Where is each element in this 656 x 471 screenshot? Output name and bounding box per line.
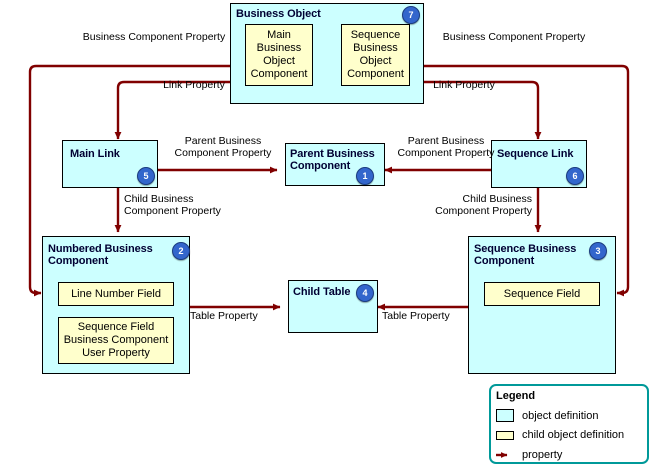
sequence-business-component-badge: 3 xyxy=(589,242,607,260)
business-object-title: Business Object xyxy=(236,8,321,20)
node-sequence-field-bc-user-property[interactable]: Sequence Field Business Component User P… xyxy=(58,317,174,364)
sequence-business-object-component-label: Sequence Business Object Component xyxy=(347,29,404,80)
edge-label-seqlink-to-parent: Parent Business Component Property xyxy=(397,135,495,159)
child-table-title: Child Table xyxy=(293,286,351,298)
node-line-number-field[interactable]: Line Number Field xyxy=(58,282,174,306)
parent-business-component-title: Parent Business Component xyxy=(290,148,375,172)
legend-item-object-definition-label: object definition xyxy=(522,409,599,422)
property-arrow-icon xyxy=(496,452,508,458)
node-sequence-field[interactable]: Sequence Field xyxy=(484,282,600,306)
edge-label-mainlink-to-parent: Parent Business Component Property xyxy=(174,135,272,159)
edge-label-seqlink-to-sequence: Child Business Component Property xyxy=(435,193,532,217)
edge-label-bo-to-seqlink-right: Link Property xyxy=(433,79,495,91)
sequence-link-badge: 6 xyxy=(566,167,584,185)
legend-item-property-label: property xyxy=(522,448,563,461)
business-object-badge: 7 xyxy=(402,6,420,24)
line-number-field-label: Line Number Field xyxy=(71,287,161,300)
numbered-business-component-title: Numbered Business Component xyxy=(48,243,153,267)
property-arrow-swatch xyxy=(496,448,514,461)
child-table-badge: 4 xyxy=(356,284,374,302)
legend-title: Legend xyxy=(496,390,536,402)
legend-item-object-definition: object definition xyxy=(496,409,598,422)
edge-label-bo-to-sequence-right: Business Component Property xyxy=(442,31,586,43)
sequence-field-label: Sequence Field xyxy=(503,287,581,300)
edge-label-numbered-to-childtable: Table Property xyxy=(190,310,258,322)
parent-business-component-badge: 1 xyxy=(356,167,374,185)
node-sequence-business-object-component[interactable]: Sequence Business Object Component xyxy=(341,24,410,86)
node-sequence-link[interactable] xyxy=(491,140,587,188)
main-link-title: Main Link xyxy=(70,148,120,160)
legend-panel xyxy=(489,384,649,464)
edge-label-bo-to-mainlink-left: Link Property xyxy=(163,79,225,91)
numbered-business-component-badge: 2 xyxy=(172,242,190,260)
edge-label-bo-to-numbered-left: Business Component Property xyxy=(82,31,226,43)
child-object-definition-swatch xyxy=(496,430,514,440)
node-main-business-object-component[interactable]: Main Business Object Component xyxy=(245,24,313,86)
object-definition-swatch xyxy=(496,409,514,422)
sequence-link-title: Sequence Link xyxy=(497,148,574,160)
sequence-field-bc-user-property-label: Sequence Field Business Component User P… xyxy=(63,321,169,359)
edge-label-sequence-to-childtable: Table Property xyxy=(382,310,450,322)
legend-item-property: property xyxy=(496,448,562,461)
legend-item-child-object-definition: child object definition xyxy=(496,429,624,441)
legend-item-child-object-definition-label: child object definition xyxy=(522,429,625,441)
node-main-link[interactable] xyxy=(62,140,158,188)
edge-label-mainlink-to-numbered: Child Business Component Property xyxy=(124,193,221,217)
main-link-badge: 5 xyxy=(137,167,155,185)
sequence-business-component-title: Sequence Business Component xyxy=(474,243,577,267)
main-business-object-component-label: Main Business Object Component xyxy=(250,29,308,80)
